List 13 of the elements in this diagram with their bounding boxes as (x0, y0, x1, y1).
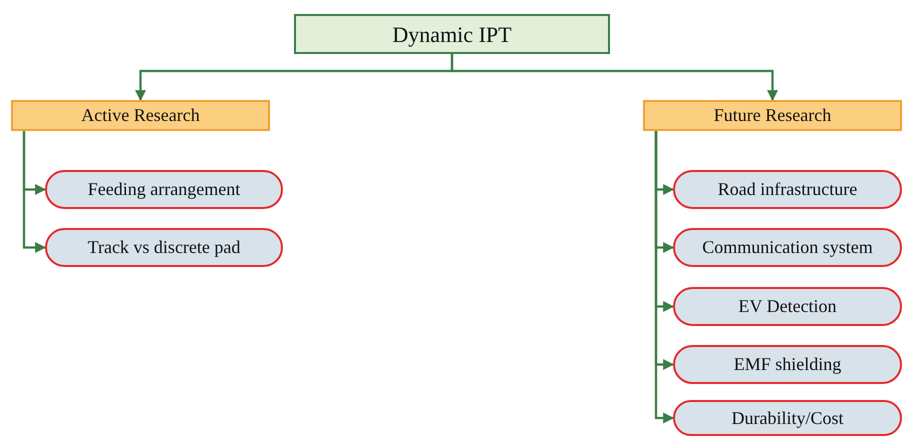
arrow (450, 54, 778, 102)
root-box: Dynamic IPT (294, 14, 610, 54)
arrow (22, 131, 46, 253)
topic-pill: Durability/Cost (673, 400, 902, 436)
topic-pill: Track vs discrete pad (45, 228, 283, 267)
topic-pill: Feeding arrangement (45, 170, 283, 209)
category-box: Active Research (11, 100, 270, 131)
category-box: Future Research (643, 100, 902, 131)
topic-pill: Communication system (673, 228, 902, 267)
topic-pill: Road infrastructure (673, 170, 902, 209)
topic-pill: EV Detection (673, 287, 902, 326)
arrow (654, 131, 674, 424)
topic-pill: EMF shielding (673, 345, 902, 384)
